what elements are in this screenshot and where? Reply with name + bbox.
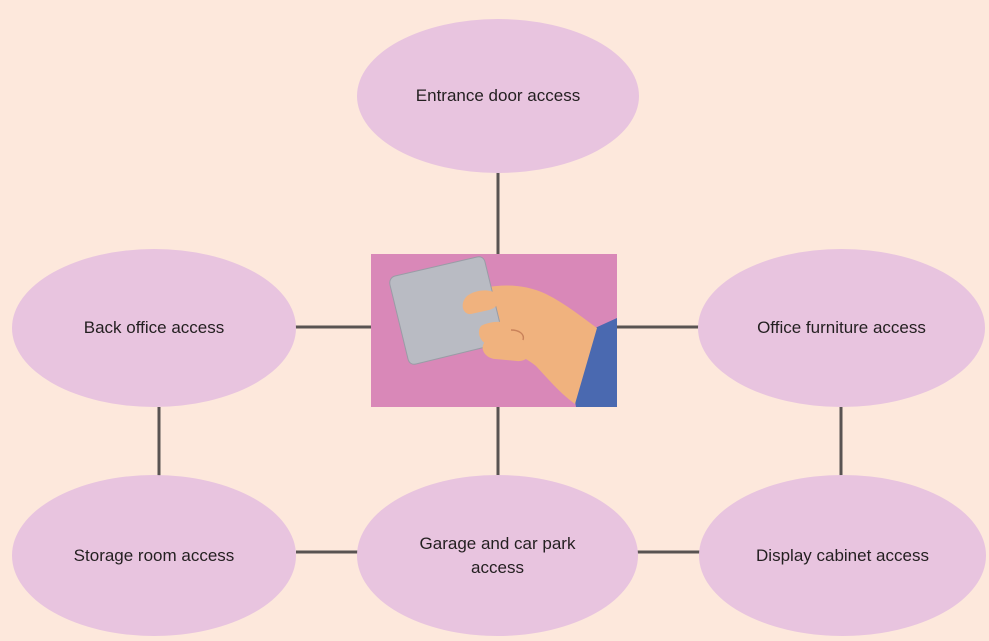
node-label: Entrance door access bbox=[415, 86, 581, 105]
node-entrance-door-access: Entrance door access bbox=[357, 19, 639, 173]
center-image bbox=[371, 254, 617, 407]
node-label: Back office access bbox=[83, 318, 225, 337]
node-back-office-access: Back office access bbox=[12, 249, 296, 407]
node-label: Garage and car park access bbox=[419, 533, 576, 577]
node-label: Office furniture access bbox=[757, 318, 926, 337]
hand-holding-access-card-icon bbox=[371, 254, 617, 407]
node-garage-and-car-park-access: Garage and car park access bbox=[357, 475, 638, 636]
node-office-furniture-access: Office furniture access bbox=[698, 249, 985, 407]
node-label: Display cabinet access bbox=[756, 545, 929, 565]
node-display-cabinet-access: Display cabinet access bbox=[699, 475, 986, 636]
node-storage-room-access: Storage room access bbox=[12, 475, 296, 636]
node-label: Storage room access bbox=[73, 545, 235, 565]
